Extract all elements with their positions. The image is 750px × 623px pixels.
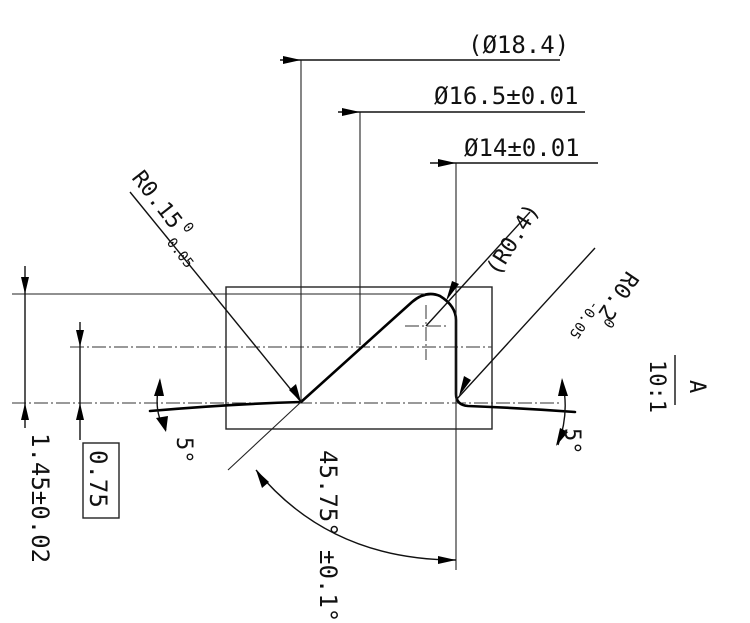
angle-main-text: 45.75° [314, 450, 342, 537]
dia-ref-text: (Ø18.4) [468, 31, 569, 59]
basic-dimension-frame [82, 442, 120, 519]
draft-left-text: 5° [171, 437, 196, 464]
angle-arc [255, 469, 457, 561]
view-label-letter: A [684, 380, 709, 393]
arrow-depth-bottom [76, 403, 84, 420]
arrow-radius-right [459, 376, 471, 396]
arrow-height-bottom [21, 403, 29, 420]
dia-mid-text: Ø16.5±0.01 [434, 82, 579, 110]
radius-ref-text: (R0.4) [482, 200, 545, 281]
draft-right-text: 5° [559, 428, 584, 455]
arrow-dia-small [438, 159, 456, 167]
arrow-draft-right-bottom [556, 428, 568, 446]
leader-radius-ref [425, 211, 531, 327]
leader-radius-right [455, 247, 596, 401]
arrow-draft-left-top [154, 378, 164, 396]
radius-right-text: R0.2 [592, 267, 642, 325]
arrow-radius-ref [446, 281, 459, 301]
arrow-dia-ref [283, 56, 301, 64]
part-outline [225, 286, 493, 430]
arrow-radius-left [289, 384, 301, 402]
radius-left-lower: -0.05 [158, 228, 197, 271]
arrow-depth-top [76, 330, 84, 347]
arrow-draft-right-top [558, 378, 568, 396]
arrow-draft-left-bottom [156, 416, 168, 432]
arrow-angle-right [438, 556, 456, 564]
angle-tol-text: ±0.1° [314, 550, 342, 622]
arrow-angle-left [256, 470, 269, 488]
ext-angle-left [227, 401, 302, 471]
view-scale-text: 10:1 [644, 360, 669, 413]
groove-profile [148, 292, 577, 414]
leader-radius-left [129, 191, 302, 403]
radius-right-lower: -0.05 [566, 298, 603, 342]
depth-basic-text: 0.75 [84, 450, 112, 508]
height-total-text: 1.45±0.02 [26, 433, 54, 563]
arrow-height-top [21, 277, 29, 294]
dia-small-text: Ø14±0.01 [464, 134, 580, 162]
arrow-dia-mid [342, 108, 360, 116]
